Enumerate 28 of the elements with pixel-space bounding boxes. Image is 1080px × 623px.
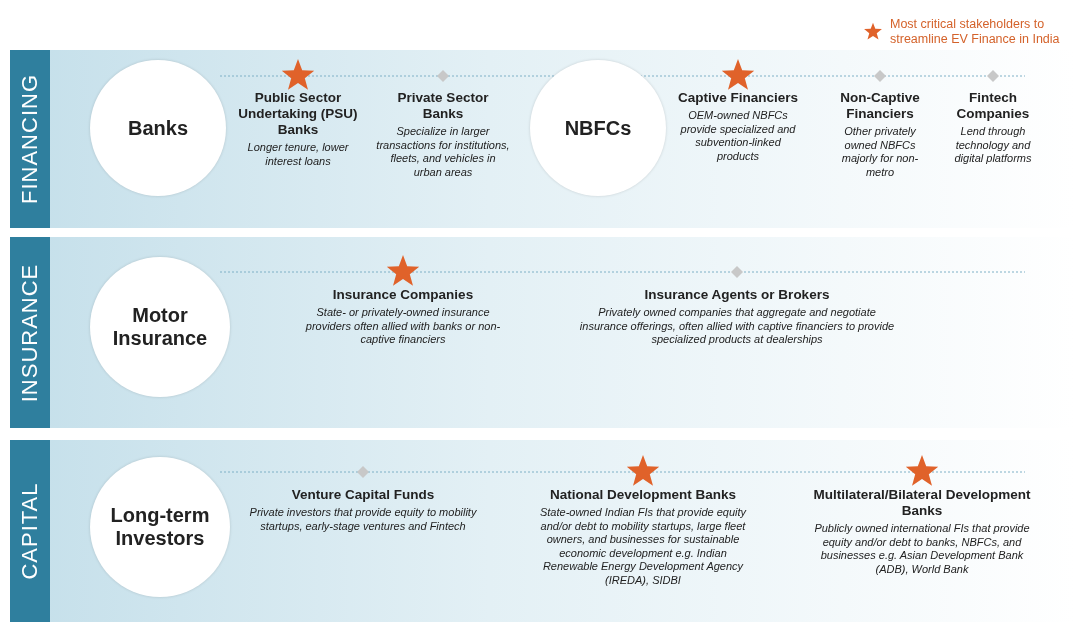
stakeholder-heading: Multilateral/Bilateral Development Banks xyxy=(812,487,1032,519)
stakeholder-heading: Public Sector Undertaking (PSU) Banks xyxy=(237,90,359,138)
stakeholder-heading: Insurance Companies xyxy=(331,287,475,303)
stakeholder-heading: Fintech Companies xyxy=(955,90,1031,122)
stakeholder-description: Specialize in larger transactions for institutions, fleets, and vehicles in urban areas xyxy=(375,125,511,179)
stakeholder-description: Publicly owned international FIs that provide equity and/or debt to banks, NBFCs, and businesses e.g. Asian Development Bank (ADB), World Bank xyxy=(813,522,1031,576)
stakeholder-heading: National Development Banks xyxy=(548,487,737,503)
band-title: INSURANCE xyxy=(17,263,43,402)
stakeholder-description: State-owned Indian FIs that provide equity and/or debt to mobility startups, large fleet owners, and businesses for sustainable economic development e.g. Indian Renewable Energy Development Agency (IREDA), SIDBI xyxy=(538,506,748,587)
stakeholder-heading: Private Sector Banks xyxy=(396,90,490,122)
category-circle: Long-term Investors xyxy=(90,457,230,597)
stakeholder-description: Lend through technology and digital platforms xyxy=(953,125,1033,166)
legend-text: Most critical stakeholders to streamline EV Finance in India xyxy=(890,17,1061,47)
category-circle: Motor Insurance xyxy=(90,257,230,397)
stakeholder-heading: Venture Capital Funds xyxy=(290,487,436,503)
stakeholder-description: Private investors that provide equity to mobility startups, early-stage ventures and Fintech xyxy=(248,506,478,533)
band-title: CAPITAL xyxy=(17,482,43,580)
category-circle: Banks xyxy=(90,60,226,196)
category-circle: NBFCs xyxy=(530,60,666,196)
stakeholder-description: Privately owned companies that aggregate and negotiate insurance offerings, often allied with captive financiers to provide specialized products at dealerships xyxy=(578,306,896,347)
band-title: FINANCING xyxy=(17,74,43,204)
stakeholder-description: OEM-owned NBFCs provide specialized and subvention-linked products xyxy=(679,109,797,163)
stakeholder-heading: Non-Captive Financiers xyxy=(839,90,921,122)
stakeholder-heading: Captive Financiers xyxy=(676,90,799,106)
stakeholder-heading: Insurance Agents or Brokers xyxy=(643,287,831,303)
stakeholder-description: Other privately owned NBFCs majorly for non-metro xyxy=(840,125,920,179)
stakeholder-description: Longer tenure, lower interest loans xyxy=(246,141,350,168)
stakeholder-description: State- or privately-owned insurance providers often allied with banks or non-captive financiers xyxy=(304,306,502,347)
